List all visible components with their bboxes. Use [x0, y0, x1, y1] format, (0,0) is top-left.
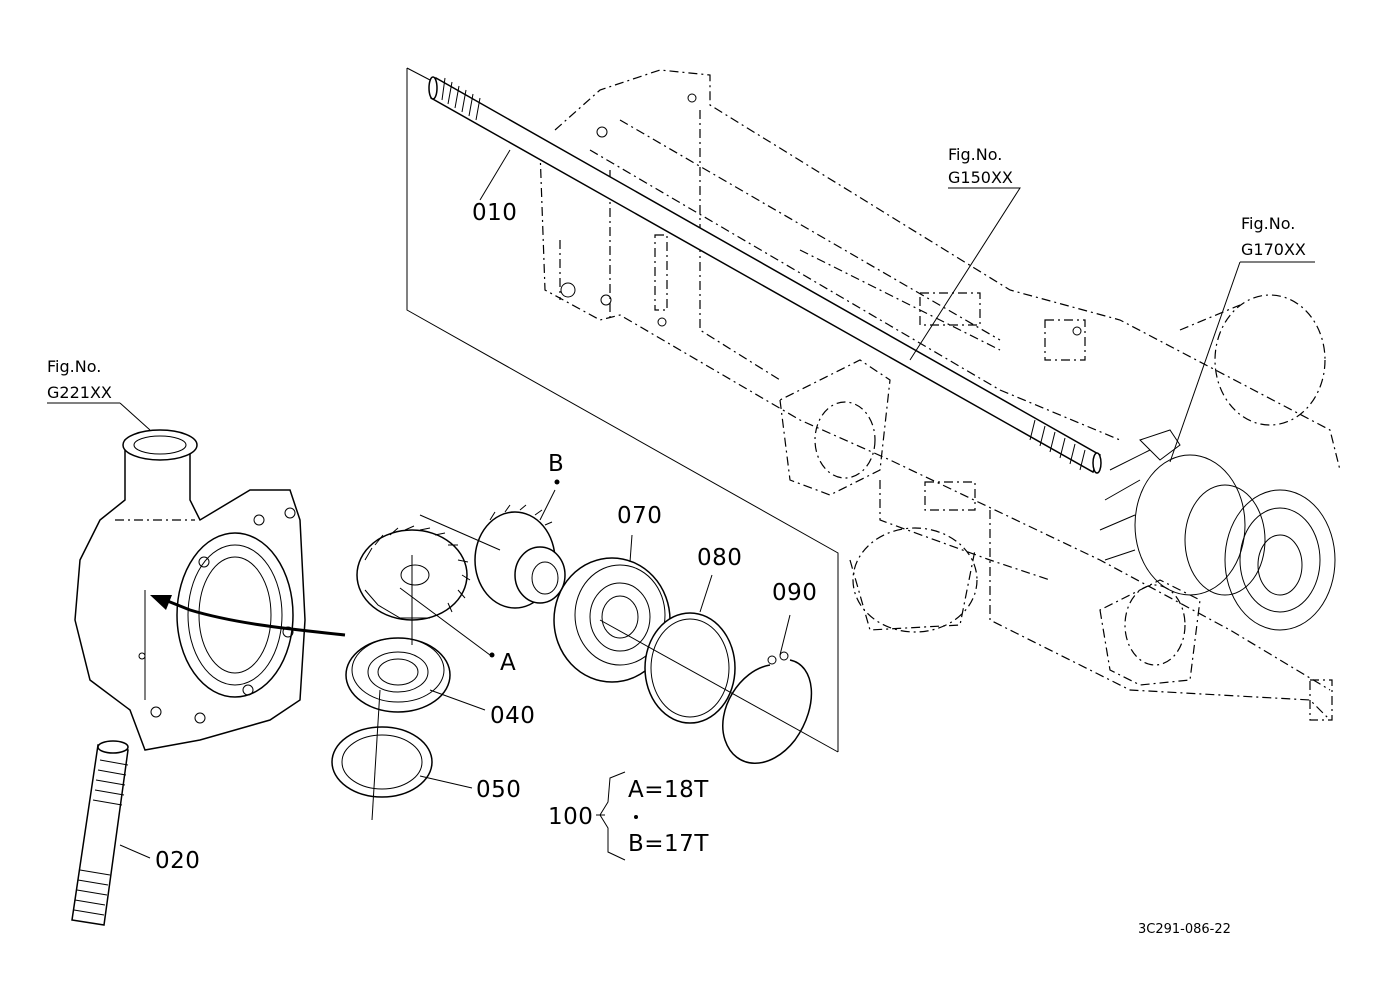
knuckle-housing: [74, 429, 306, 751]
gear-a: [356, 525, 471, 621]
callout-frame: [406, 67, 839, 752]
fig-ref-code: G221XX: [47, 383, 112, 402]
fig-ref-code: G170XX: [1241, 240, 1306, 259]
marker-dot-a: [489, 652, 495, 658]
label-070: 070: [617, 503, 662, 529]
label-050: 050: [476, 777, 521, 803]
snap-ring-080: [644, 612, 736, 724]
marker-dot-b: [554, 479, 560, 485]
fig-ref-title: Fig.No.: [948, 145, 1002, 164]
fig-ref-title: Fig.No.: [47, 357, 101, 376]
washer-050: [331, 726, 433, 798]
label-090: 090: [772, 580, 817, 606]
fig-ref-title: Fig.No.: [1241, 214, 1295, 233]
circlip-090: [722, 651, 813, 764]
spec-separator-dot: [634, 815, 638, 819]
bearing-040: [345, 637, 451, 713]
teeth-spec-b: B=17T: [628, 831, 709, 857]
gear-b: [474, 504, 566, 609]
shaft-020: [71, 740, 129, 926]
axle-housing: [539, 69, 1341, 721]
shaft-010: [428, 76, 1102, 474]
fig-ref-code: G150XX: [948, 168, 1013, 187]
label-010: 010: [472, 200, 517, 226]
marker-b: B: [548, 451, 564, 477]
label-040: 040: [490, 703, 535, 729]
assembly-arrow: [159, 596, 346, 637]
arrow-head: [150, 595, 172, 610]
teeth-spec-a: A=18T: [628, 777, 709, 803]
drawing-number: 3C291-086-22: [1138, 922, 1231, 937]
marker-a: A: [500, 650, 516, 676]
leader-lines: [47, 149, 1315, 861]
label-080: 080: [697, 545, 742, 571]
label-020: 020: [155, 848, 200, 874]
label-100: 100: [548, 804, 593, 830]
